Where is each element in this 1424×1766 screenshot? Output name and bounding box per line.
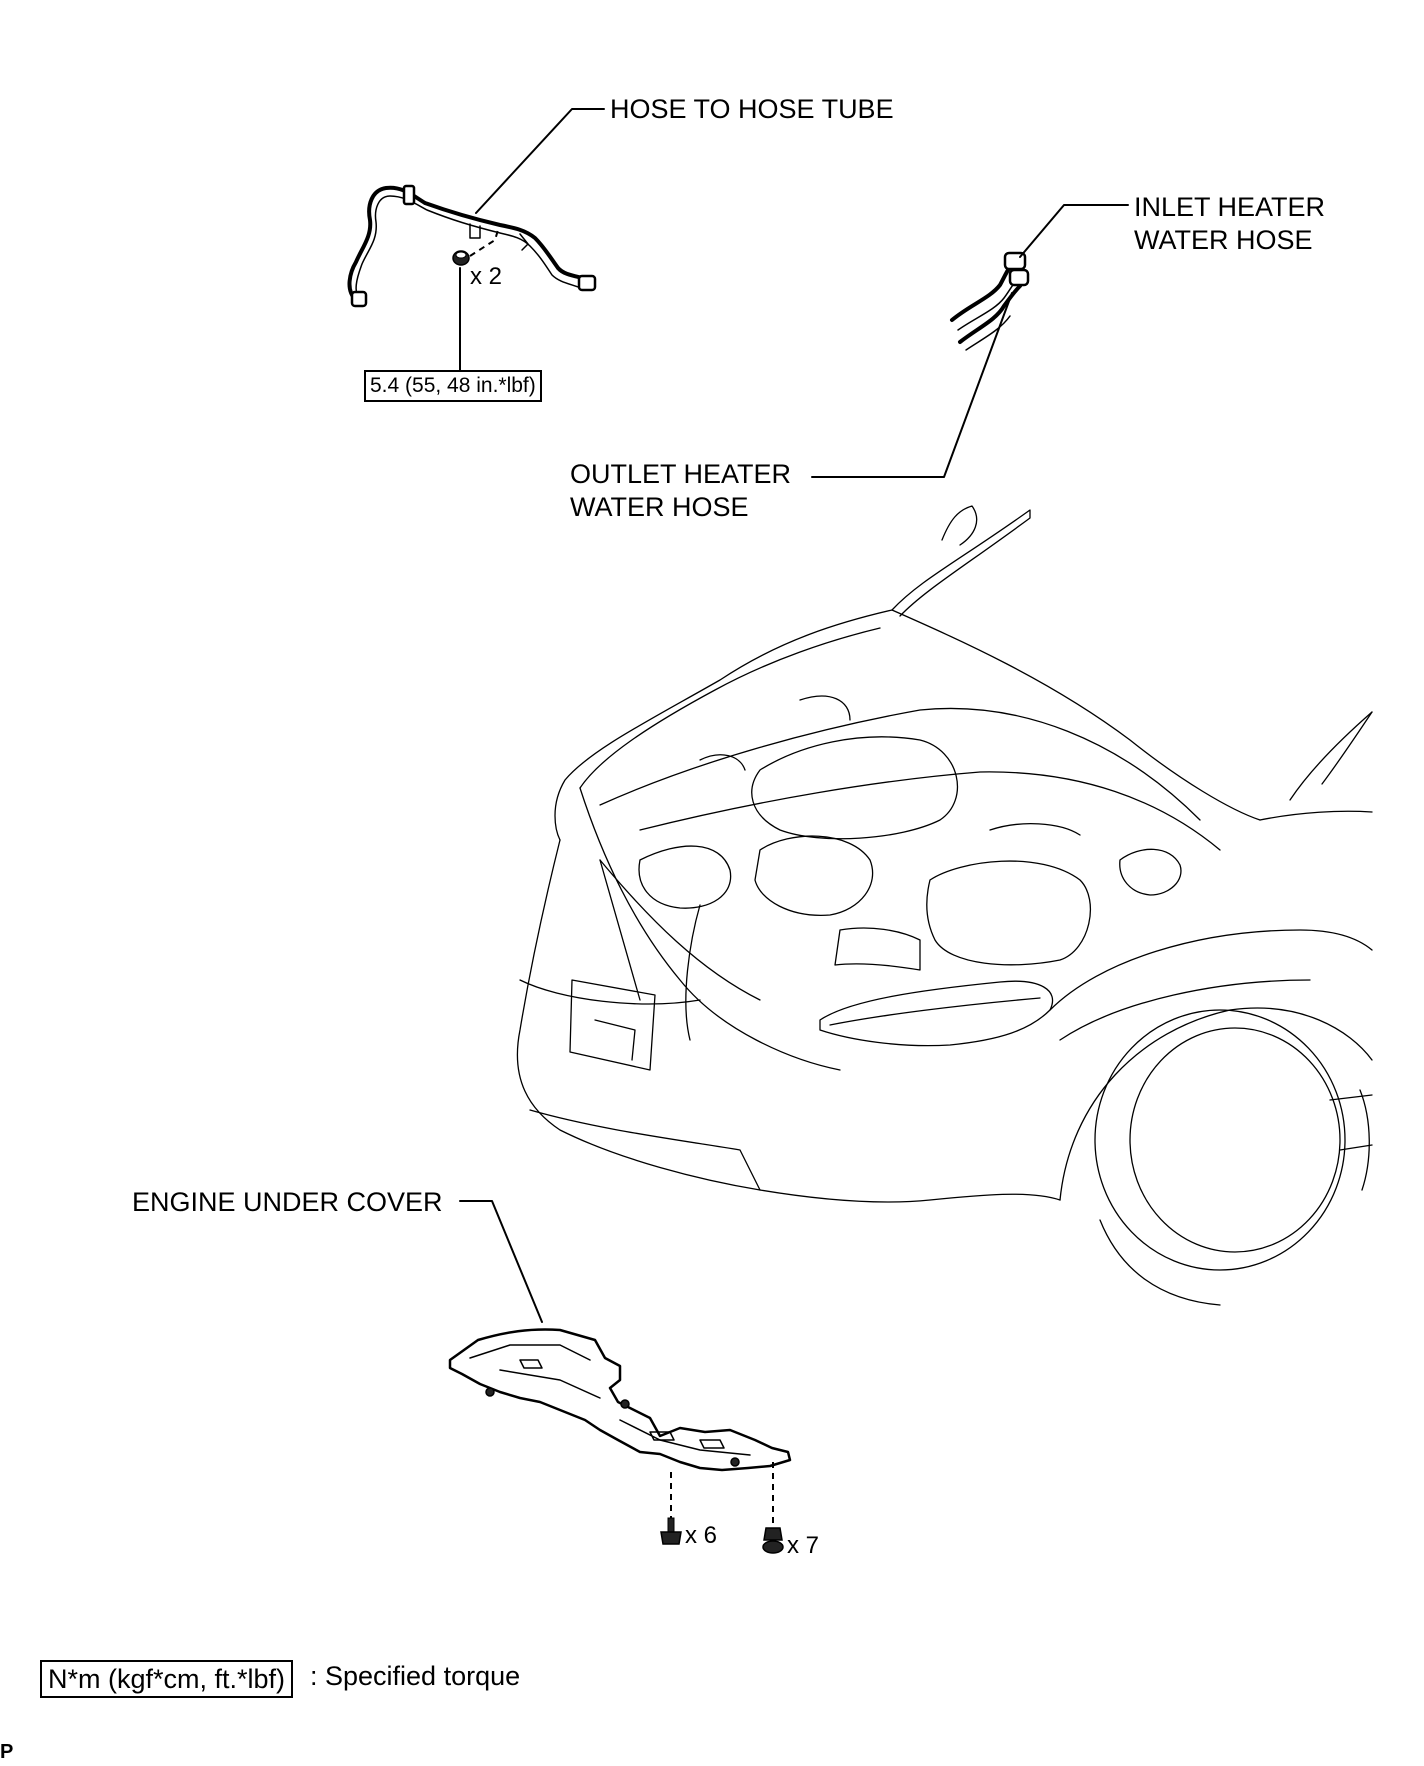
nut-quantity: x 2	[470, 263, 503, 290]
leader-inlet-hose	[1019, 204, 1129, 258]
vehicle-front-illustration	[516, 505, 1373, 1306]
leader-hose-tube	[475, 108, 605, 214]
clip-quantity: x 7	[787, 1532, 820, 1559]
clip-icon	[762, 1527, 784, 1554]
leader-under-cover	[459, 1200, 543, 1323]
label-hose-to-hose-tube: HOSE TO HOSE TUBE	[610, 94, 894, 124]
label-outlet-heater-line1: OUTLET HEATER	[570, 459, 792, 489]
label-inlet-heater-line2: WATER HOSE	[1134, 225, 1313, 255]
engine-under-cover-illustration	[448, 1328, 792, 1472]
leader-outlet-hose	[811, 292, 1013, 478]
bolt-icon	[660, 1517, 682, 1545]
legend-description: : Specified torque	[310, 1661, 521, 1691]
torque-value-box: 5.4 (55, 48 in.*lbf)	[364, 370, 542, 402]
hose-to-hose-tube-illustration	[347, 184, 597, 308]
nut-icon	[452, 250, 470, 266]
heater-hoses-illustration	[950, 251, 1030, 351]
label-inlet-heater-line1: INLET HEATER	[1134, 192, 1326, 222]
label-engine-under-cover: ENGINE UNDER COVER	[132, 1187, 443, 1217]
bolt-quantity: x 6	[685, 1522, 718, 1549]
label-outlet-heater-line2: WATER HOSE	[570, 492, 749, 522]
legend-torque-box: N*m (kgf*cm, ft.*lbf)	[40, 1660, 294, 1698]
footer-code: P	[0, 1741, 14, 1763]
